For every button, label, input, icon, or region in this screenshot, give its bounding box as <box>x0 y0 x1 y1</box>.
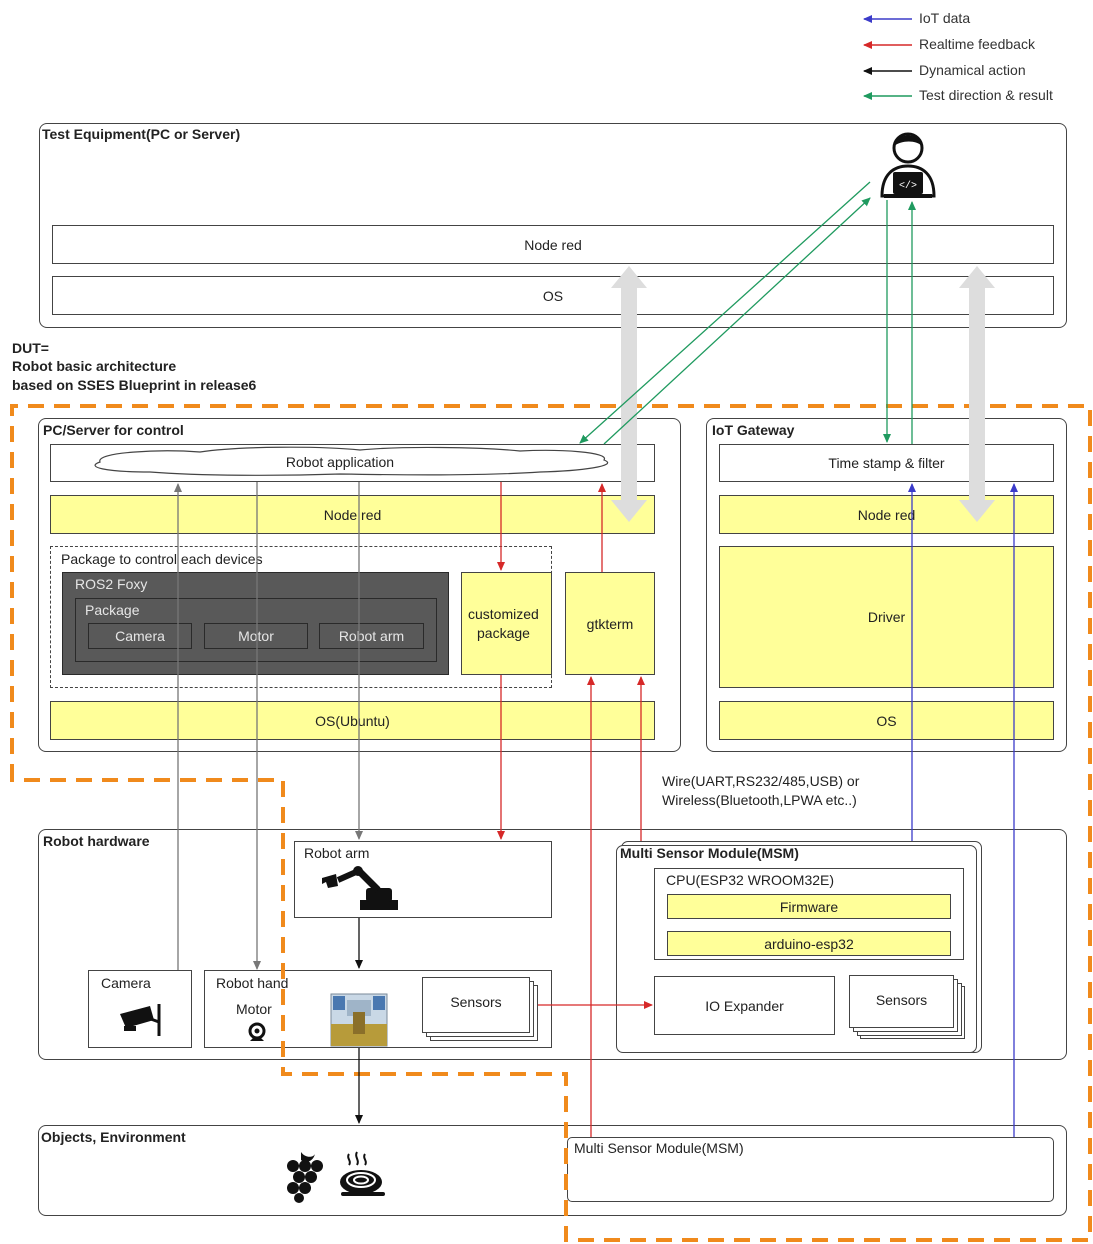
hw-robot-arm-label: Robot arm <box>304 845 370 861</box>
wire-note-line1: Wire(UART,RS232/485,USB) or <box>662 773 860 789</box>
legend-label-dynamical-action: Dynamical action <box>919 62 1026 78</box>
test-arrow-to-robot-app <box>579 181 871 444</box>
msm-sensors-block: Sensors <box>849 975 954 1028</box>
cpu-label: CPU(ESP32 WROOM32E) <box>666 872 835 888</box>
legend-label-test-direction: Test direction & result <box>919 87 1053 103</box>
robot-hand-motor-label: Motor <box>236 1001 272 1017</box>
hw-camera-block <box>88 970 192 1048</box>
hw-camera-label: Camera <box>101 975 151 991</box>
env-msm-block <box>567 1137 1054 1202</box>
ros-robot-arm-node: Robot arm <box>319 623 424 649</box>
robot-arm-icon <box>322 866 398 910</box>
robot-application-label: Robot application <box>286 454 394 470</box>
dut-label-line2: Robot basic architecture <box>12 358 177 374</box>
pc-os-block: OS(Ubuntu) <box>50 701 655 740</box>
food-bowl-icon <box>340 1151 385 1196</box>
firmware-block: Firmware <box>667 894 951 919</box>
ros-motor-node: Motor <box>204 623 308 649</box>
legend-label-iot-data: IoT data <box>919 10 971 26</box>
pc-node-red-block: Node red <box>50 495 655 534</box>
hw-sensors-block: Sensors <box>422 977 530 1033</box>
grapes-icon <box>287 1152 323 1203</box>
dut-boundary <box>10 404 1092 1242</box>
ros2-label: ROS2 Foxy <box>75 576 148 592</box>
env-msm-label: Multi Sensor Module(MSM) <box>574 1140 744 1156</box>
customized-package-block <box>461 572 552 675</box>
package-label: Package <box>85 602 140 618</box>
legend-label-realtime-feedback: Realtime feedback <box>919 36 1035 52</box>
pc-server-title: PC/Server for control <box>43 422 184 438</box>
arduino-esp32-block: arduino-esp32 <box>667 931 951 956</box>
msm-title: Multi Sensor Module(MSM) <box>620 845 799 861</box>
hw-robot-arm-block <box>294 841 552 918</box>
dut-label-line1: DUT= <box>12 340 49 356</box>
gtkterm-block: gtkterm <box>565 572 655 675</box>
security-camera-icon <box>120 1004 161 1036</box>
driver-block: Driver <box>719 546 1054 688</box>
ros-camera-node: Camera <box>88 623 192 649</box>
dut-label-line3: based on SSES Blueprint in release6 <box>12 377 257 393</box>
test-equipment-title: Test Equipment(PC or Server) <box>42 126 241 142</box>
customized-line1: customized <box>468 606 539 622</box>
iot-gateway-title: IoT Gateway <box>712 422 795 438</box>
objects-title: Objects, Environment <box>41 1129 186 1145</box>
robot-application-cloud <box>94 446 608 476</box>
robot-hand-label: Robot hand <box>216 975 289 991</box>
big-arrow-right <box>959 266 995 522</box>
test-arrow-from-robot-app <box>603 197 871 445</box>
big-arrow-left <box>611 266 647 522</box>
customized-line2: package <box>477 625 530 641</box>
webcam-icon <box>248 1022 266 1041</box>
developer-icon: </> <box>880 132 936 198</box>
gw-os-block: OS <box>719 701 1054 740</box>
package-group-label: Package to control each devices <box>61 551 263 567</box>
wire-note-line2: Wireless(Bluetooth,LPWA etc..) <box>662 792 857 808</box>
robot-hardware-title: Robot hardware <box>43 833 150 849</box>
timestamp-filter-block: Time stamp & filter <box>719 444 1054 482</box>
robot-hand-photo <box>330 993 388 1047</box>
io-expander-block: IO Expander <box>654 976 835 1035</box>
gw-node-red-block: Node red <box>719 495 1054 534</box>
svg-text:</>: </> <box>899 180 917 192</box>
